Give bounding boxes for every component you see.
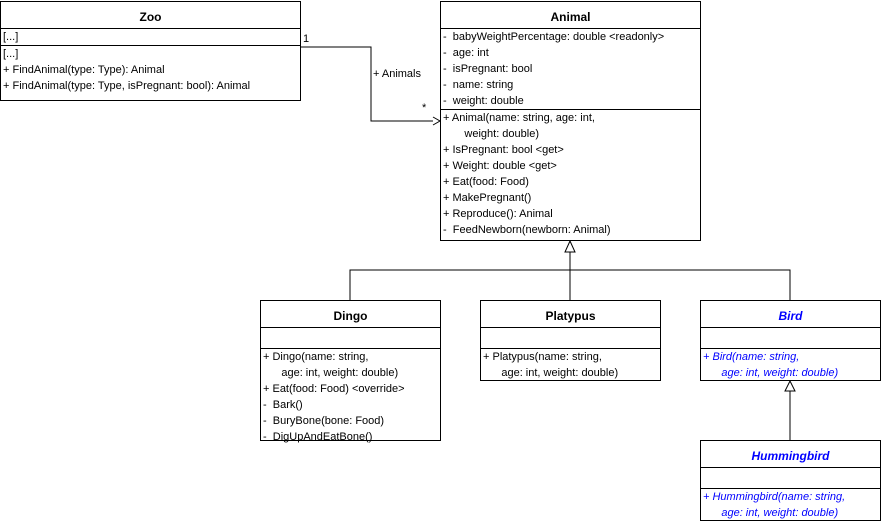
operation: - DigUpAndEatBone() [263,431,373,443]
operation: age: int, weight: double) [703,507,839,519]
attribute: - babyWeightPercentage: double <readonly… [443,31,665,43]
class-name: Bird [778,309,803,323]
operation: + Dingo(name: string, [263,351,369,363]
attributes-section: - babyWeightPercentage: double <readonly… [441,28,700,109]
operation: weight: double) [443,128,539,140]
operation: + IsPregnant: bool <get> [443,144,564,156]
operations-section: + Animal(name: string, age: int, weight:… [441,109,700,238]
operation: + Reproduce(): Animal [443,208,553,220]
attributes-section [261,327,440,348]
operation: + Platypus(name: string, [483,351,602,363]
operation: age: int, weight: double) [703,367,839,379]
class-platypus[interactable]: Platypus + Platypus(name: string, age: i… [480,300,661,381]
class-bird[interactable]: Bird + Bird(name: string, age: int, weig… [700,300,881,381]
target-multiplicity: * [422,102,427,114]
operation: - BuryBone(bone: Food) [263,415,385,427]
class-name: Dingo [333,309,368,323]
attributes-section [481,327,660,348]
operation: + Weight: double <get> [443,160,557,172]
operation: + Bird(name: string, [703,351,800,363]
association-role-label: + Animals [373,68,421,80]
operations-section: [...] + FindAnimal(type: Type): Animal +… [1,45,300,94]
operation: age: int, weight: double) [483,367,619,379]
operation: + Eat(food: Food) [443,176,529,188]
operations-section: + Dingo(name: string, age: int, weight: … [261,348,440,445]
operation: - Bark() [263,399,303,411]
attribute: - weight: double [443,95,524,107]
operation: - FeedNewborn(newborn: Animal) [443,224,611,236]
class-name: Hummingbird [751,449,830,463]
class-dingo[interactable]: Dingo + Dingo(name: string, age: int, we… [260,300,441,443]
attribute: - isPregnant: bool [443,63,533,75]
inheritance-dingo-line [349,269,570,300]
class-name: Zoo [139,10,162,24]
operation: + Eat(food: Food) <override> [263,383,405,395]
attribute: [...] [3,31,19,43]
inheritance-arrow-bird [784,379,796,392]
attributes-section [701,327,880,348]
class-animal[interactable]: Animal - babyWeightPercentage: double <r… [440,1,701,241]
operation: age: int, weight: double) [263,367,399,379]
association-arrowhead [432,116,442,126]
operations-section: + Hummingbird(name: string, age: int, we… [701,488,880,521]
operation: [...] [3,48,19,60]
operation: + Animal(name: string, age: int, [443,112,595,124]
operations-section: + Bird(name: string, age: int, weight: d… [701,348,880,381]
operation: + MakePregnant() [443,192,532,204]
inheritance-bird-line [570,269,791,300]
source-multiplicity: 1 [303,33,310,45]
attributes-section: [...] [1,28,300,45]
class-hummingbird[interactable]: Hummingbird + Hummingbird(name: string, … [700,440,881,521]
operation: + FindAnimal(type: Type): Animal [3,64,165,76]
inheritance-arrow-animal [564,239,576,253]
attribute: - age: int [443,47,489,59]
class-zoo[interactable]: Zoo [...] [...] + FindAnimal(type: Type)… [0,1,301,101]
association-zoo-animal [301,46,433,122]
operation: + FindAnimal(type: Type, isPregnant: boo… [3,80,251,92]
operation: + Hummingbird(name: string, [703,491,846,503]
class-name: Animal [550,10,591,24]
attributes-section [701,467,880,488]
class-name: Platypus [545,309,596,323]
attribute: - name: string [443,79,514,91]
operations-section: + Platypus(name: string, age: int, weigh… [481,348,660,381]
